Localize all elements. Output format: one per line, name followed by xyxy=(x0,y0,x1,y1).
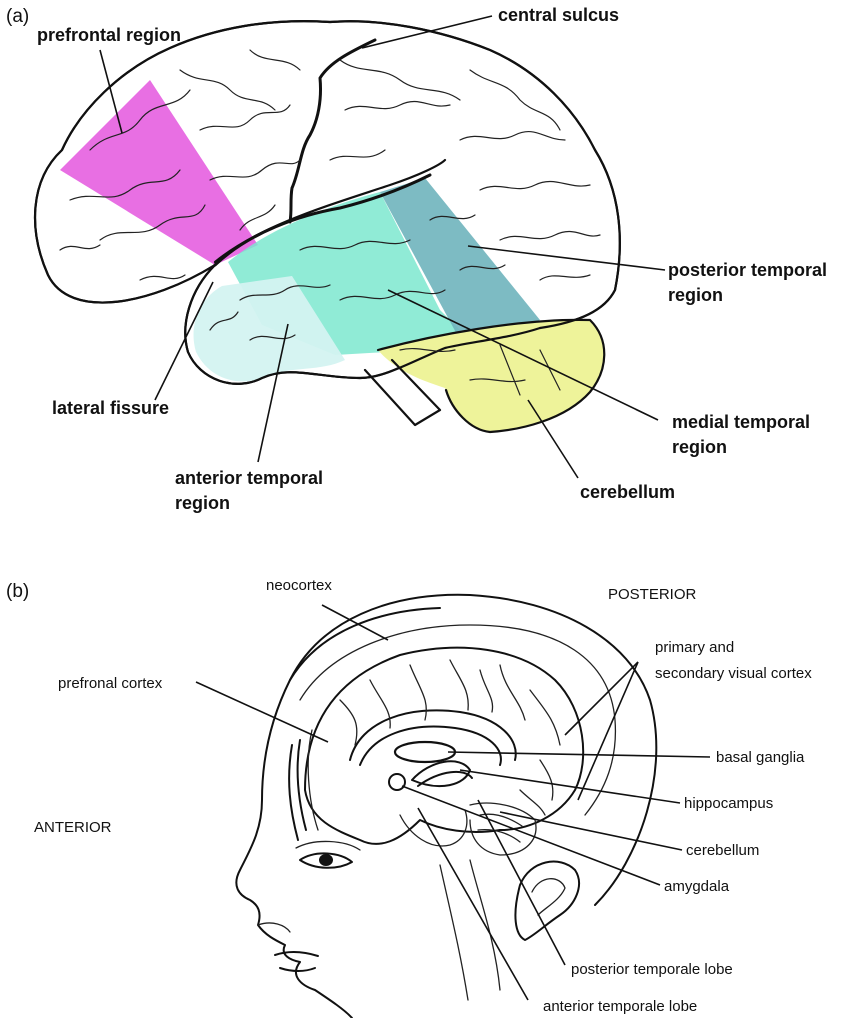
label-anterior-temporale-lobe: anterior temporale lobe xyxy=(543,998,697,1015)
label-lateral-fissure: lateral fissure xyxy=(52,398,169,418)
label-medial-temporal-line2: region xyxy=(672,437,727,457)
panel-b: (b) xyxy=(6,577,812,1018)
label-anterior-temporal-line2: region xyxy=(175,493,230,513)
label-neocortex: neocortex xyxy=(266,577,332,594)
label-cerebellum-b: cerebellum xyxy=(686,842,759,859)
panel-a: (a) xyxy=(6,5,827,513)
label-posterior: POSTERIOR xyxy=(608,586,697,603)
label-cerebellum-a: cerebellum xyxy=(580,482,675,502)
ear-sketch xyxy=(515,862,579,940)
label-amygdala: amygdala xyxy=(664,878,730,895)
head-outline xyxy=(236,595,656,1018)
label-anterior-temporal-line1: anterior temporal xyxy=(175,468,323,488)
label-medial-temporal-line1: medial temporal xyxy=(672,412,810,432)
label-prefrontal-region: prefrontal region xyxy=(37,25,181,45)
label-basal-ganglia: basal ganglia xyxy=(716,749,805,766)
label-visual-cortex-line2: secondary visual cortex xyxy=(655,665,812,682)
label-prefrontal-cortex: prefronal cortex xyxy=(58,675,163,692)
panel-a-label: (a) xyxy=(6,6,29,27)
label-posterior-temporal-line2: region xyxy=(668,285,723,305)
label-visual-cortex-line1: primary and xyxy=(655,639,734,656)
panel-b-label: (b) xyxy=(6,581,29,602)
label-posterior-temporal-line1: posterior temporal xyxy=(668,260,827,280)
brain-midsagittal xyxy=(305,648,583,844)
label-posterior-temporale-lobe: posterior temporale lobe xyxy=(571,961,733,978)
label-central-sulcus: central sulcus xyxy=(498,5,619,25)
label-anterior: ANTERIOR xyxy=(34,819,112,836)
label-hippocampus: hippocampus xyxy=(684,795,773,812)
